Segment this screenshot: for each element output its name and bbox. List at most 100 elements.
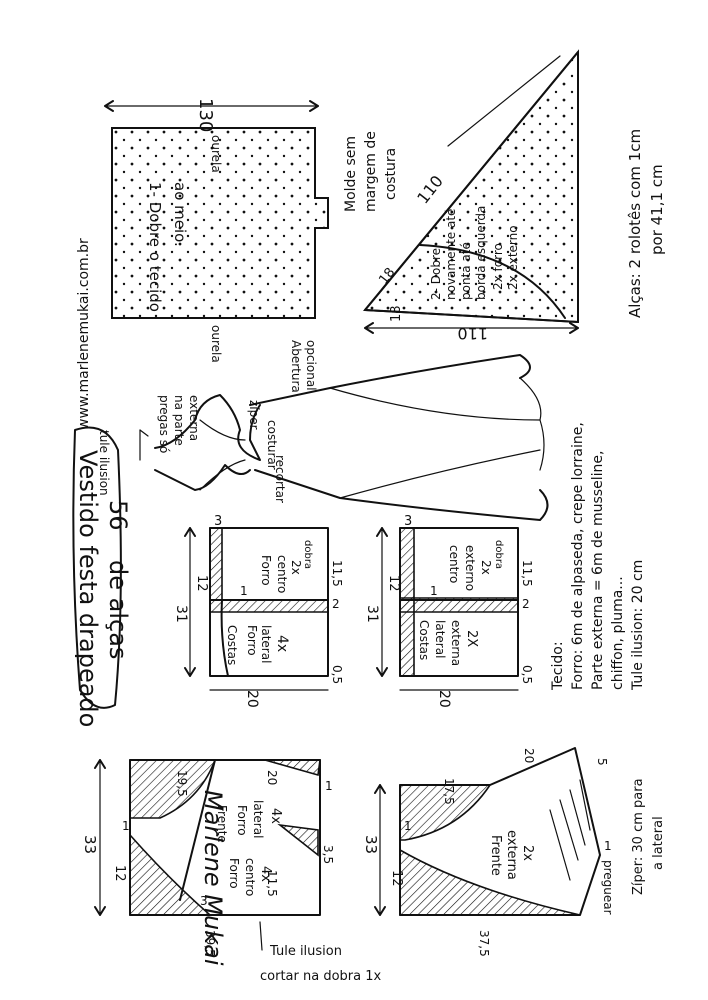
title-size: 56: [104, 500, 132, 531]
title-line-1: Vestido festa drapeado: [74, 450, 102, 727]
dress-sketch: tule ilusion pregas só na parte externa …: [97, 340, 549, 521]
triangle-step-2: novamente até: [444, 209, 458, 300]
costas-forro-piece: 31 12 3 11,5 1 2 0,5 20 Costas Forro lat…: [173, 514, 344, 708]
triangle-note-3: costura: [383, 148, 399, 200]
dress-ziper-label: zíper: [247, 400, 261, 430]
costas-forro-left-3: lateral: [259, 625, 273, 663]
frente-externa-side-12: 12: [389, 870, 404, 887]
frente-forro-mark-20: 20: [265, 770, 279, 785]
frente-forro-label-forro: Forro: [235, 805, 249, 836]
frente-externa-preguear: preguear: [601, 860, 615, 915]
dress-opcional-label: opcional: [304, 340, 318, 391]
costas-forro-right-1: Forro: [259, 555, 273, 586]
tecido-line-1: Forro: 6m de alpaseda, crepe lorraine,: [570, 422, 586, 690]
costas-externa-mark-0-5: 0,5: [520, 665, 534, 684]
frente-forro-mark-3-5: 3,5: [321, 845, 335, 864]
costas-forro-mark-11-5: 11,5: [330, 560, 344, 587]
costas-externa-piece: 31 12 3 11,5 1 2 0,5 20 Costas lateral e…: [364, 514, 534, 708]
costas-externa-top-dim: 31: [364, 605, 380, 623]
fold-instruction-1: 1- Dobre o tecido: [146, 182, 164, 312]
signature: Marlene Mukai: [199, 790, 227, 966]
frente-externa-mark-1: 1: [404, 819, 412, 833]
fabric-fold-piece: 130 ourela ourela 1- Dobre o tecido ao m…: [104, 98, 329, 363]
costas-forro-mark-3: 3: [214, 514, 222, 529]
frente-externa-top-dim: 33: [362, 835, 380, 854]
costas-externa-right-3: 2x: [479, 560, 493, 575]
dress-abertura-label: Abertura: [289, 340, 303, 393]
costas-externa-bottom-dim: 20: [436, 690, 452, 708]
frente-forro-mark-3: 3: [200, 894, 208, 908]
costas-externa-dobra: dobra: [493, 540, 504, 569]
costas-forro-right-3: 2x: [289, 560, 303, 575]
ourela-top-label: ourela: [209, 135, 223, 173]
dress-pregas-label-1: pregas só: [157, 395, 171, 453]
tecido-line-3: chiffon, pluma...: [610, 576, 626, 690]
costas-forro-dobra: dobra: [302, 540, 313, 569]
ourela-bottom-label: ourela: [209, 325, 223, 363]
costas-forro-left-2: Forro: [245, 625, 259, 656]
frente-forro-mark-19-5: 19,5: [175, 770, 189, 797]
costas-forro-mark-1: 1: [240, 584, 248, 598]
frente-forro-label-4x: 4x: [268, 808, 283, 824]
costas-externa-mark-11-5: 11,5: [520, 560, 534, 587]
frente-externa-ziper-1: Zíper: 30 cm para: [631, 778, 646, 895]
frente-forro-label-frente: Frente: [215, 805, 229, 843]
costas-externa-left-1: Costas: [417, 620, 431, 660]
frente-externa-ziper-2: a lateral: [651, 816, 666, 870]
frente-externa-mark-1b: 1: [604, 839, 612, 853]
tecido-line-4: Tule ilusion: 20 cm: [630, 560, 646, 691]
title-line-2: de alças: [104, 560, 132, 659]
tecido-heading: Tecido:: [550, 641, 566, 691]
costas-forro-side-12: 12: [194, 575, 209, 592]
frente-externa-mark-5: 5: [595, 758, 609, 766]
costas-forro-mark-0-5: 0,5: [330, 665, 344, 684]
tecido-note: Tecido: Forro: 6m de alpaseda, crepe lor…: [550, 422, 646, 691]
dress-costurar-label: costurar: [265, 420, 279, 470]
frente-forro-label-4x-2: 4x: [258, 866, 273, 882]
costas-forro-right-2: centro: [275, 555, 289, 593]
costas-externa-right-1: centro: [447, 545, 461, 583]
triangle-step-6: 2x externo: [506, 225, 520, 290]
costas-externa-mark-3: 3: [404, 514, 412, 529]
frente-forro-piece: 33 12 19,5 20 1 1 3 3,5 11,5 39,5 Frente…: [81, 759, 381, 984]
triangle-step-5: 2x forro: [491, 243, 505, 290]
frente-forro-mark-11-5: 11,5: [265, 870, 279, 897]
costas-externa-mark-1: 1: [430, 584, 438, 598]
costas-externa-left-3: externa: [449, 620, 463, 666]
dress-recortar-label: recortar: [273, 455, 287, 503]
frente-forro-mark-1: 1: [325, 779, 333, 793]
dress-tule-label: tule ilusion: [97, 430, 111, 496]
frente-forro-tule-1: Tule ilusion: [269, 944, 342, 959]
frente-forro-label-lateral: lateral: [251, 800, 265, 838]
website-text: www.marlenemukai.com.br: [76, 238, 92, 430]
frente-forro-label-forro2: Forro: [227, 858, 241, 889]
fabric-width-label: 130: [195, 98, 216, 132]
triangle-step-3: ponta até: [459, 242, 473, 300]
triangle-piece: Molde sem margem de costura 110 110 18 1…: [343, 49, 579, 343]
frente-forro-mark-1b: 1: [122, 819, 130, 833]
frente-forro-mark-39-5: 39,5: [203, 930, 217, 957]
alcas-note-1: Alças: 2 rolotês com 1cm: [626, 129, 644, 318]
frente-externa-label-2: externa: [504, 830, 519, 880]
frente-externa-mark-20: 20: [522, 748, 536, 763]
costas-externa-mark-2: 2: [522, 597, 530, 611]
costas-externa-side-12: 12: [386, 575, 401, 592]
frente-forro-side-12: 12: [112, 865, 127, 882]
frente-forro-top-dim: 33: [81, 835, 99, 854]
costas-forro-left-4: 4x: [274, 635, 290, 652]
costas-forro-bottom-dim: 20: [244, 690, 260, 708]
tecido-line-2: Parte externa = 6m de musseline,: [590, 451, 606, 690]
costas-externa-right-2: externo: [463, 545, 477, 591]
triangle-base-dim: 110: [457, 324, 488, 343]
costas-forro-mark-2: 2: [332, 597, 340, 611]
dress-pregas-label-3: externa: [187, 395, 201, 441]
dress-pregas-label-2: na parte: [172, 395, 186, 446]
alcas-note-2: por 41,1 cm: [648, 164, 666, 255]
fold-instruction-2: ao meio.: [171, 182, 189, 247]
frente-externa-label-3: 2x: [520, 845, 535, 861]
triangle-hyp-dim: 110: [413, 172, 447, 208]
costas-forro-left-1: Costas: [225, 625, 239, 665]
costas-forro-top-dim: 31: [173, 605, 189, 623]
triangle-small-base-dim: 18: [389, 305, 404, 322]
triangle-note-2: margem de: [363, 131, 379, 212]
